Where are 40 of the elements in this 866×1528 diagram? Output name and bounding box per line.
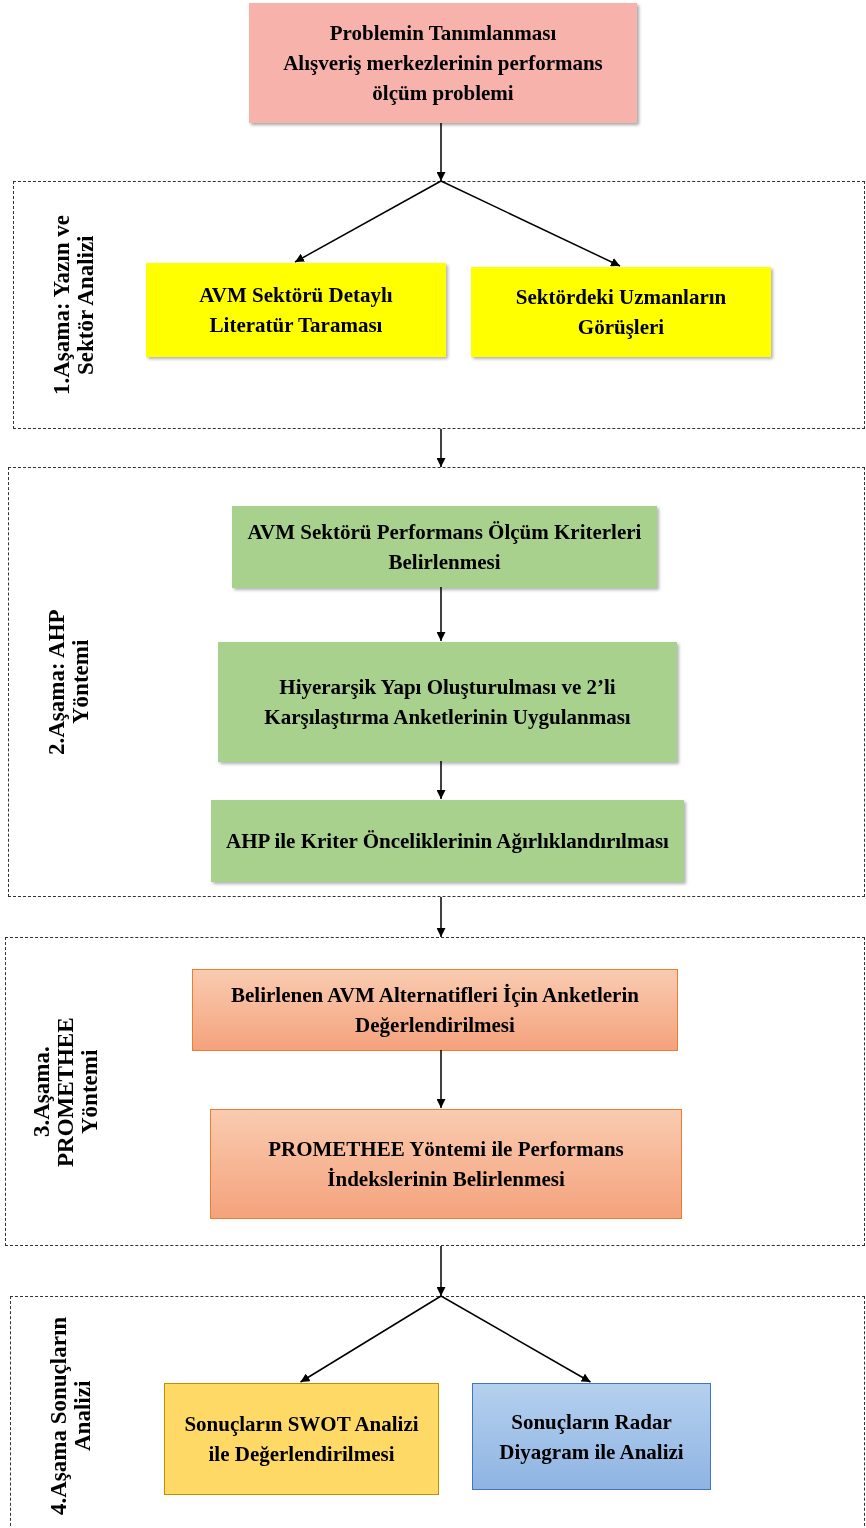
process-box: [211, 800, 684, 882]
box-text: AHP ile Kriter Önceliklerinin Ağırlıklandırılması: [226, 828, 669, 855]
box-text: Sonuçların Radar Diyagram ile Analizi: [498, 1408, 685, 1466]
arrow: [294, 180, 442, 263]
arrow: [440, 180, 621, 267]
arrow: [436, 586, 446, 642]
process-box: [164, 1383, 439, 1495]
arrow: [436, 760, 446, 800]
process-box: [218, 642, 677, 762]
arrow: [440, 1295, 592, 1383]
box-text: Belirlenen AVM Alternatifleri İçin Anketlerin Değerlendirilmesi: [230, 982, 640, 1039]
process-box: [472, 1383, 711, 1490]
stage-label: 3.Aşama. PROMETHEE Yöntemi: [29, 1015, 103, 1169]
stage-label: 2.Aşama: AHP Yöntemi: [44, 608, 94, 757]
arrow: [436, 122, 446, 182]
box-text: Hiyerarşik Yapı Oluşturulması ve 2’li Karşılaştırma Anketlerinin Uygulanması: [263, 674, 632, 731]
stage-frame: [5, 937, 865, 1246]
process-box: [210, 1109, 682, 1219]
stage-label: 4.Aşama Sonuçların Analizi: [46, 1315, 96, 1518]
stage-frame: [10, 1296, 865, 1528]
arrow: [436, 1245, 446, 1297]
box-text: AVM Sektörü Performans Ölçüm Kriterleri Belirlenmesi: [246, 519, 643, 576]
process-box: [146, 263, 446, 357]
arrow: [436, 896, 446, 938]
box-heading: Problemin Tanımlanması: [329, 20, 557, 47]
process-box: [192, 969, 678, 1051]
stage-frame: [13, 181, 865, 429]
box-text: Sektördeki Uzmanların Görüşleri: [514, 284, 728, 341]
problem-box: [249, 3, 637, 123]
stage-frame: [8, 467, 865, 897]
box-text: AVM Sektörü Detaylı Literatür Taraması: [198, 282, 394, 339]
arrow: [299, 1295, 442, 1383]
box-text: Sonuçların SWOT Analizi ile Değerlendirilmesi: [183, 1411, 420, 1468]
box-text: PROMETHEE Yöntemi ile Performans İndekslerinin Belirlenmesi: [267, 1136, 625, 1193]
process-box: [232, 506, 657, 588]
arrow: [436, 1049, 446, 1109]
box-text: Alışveriş merkezlerinin performans ölçüm problemi: [282, 50, 604, 107]
arrow: [436, 428, 446, 468]
process-box: [471, 267, 771, 357]
stage-label: 1.Aşama: Yazın ve Sektör Analizi: [49, 214, 99, 397]
